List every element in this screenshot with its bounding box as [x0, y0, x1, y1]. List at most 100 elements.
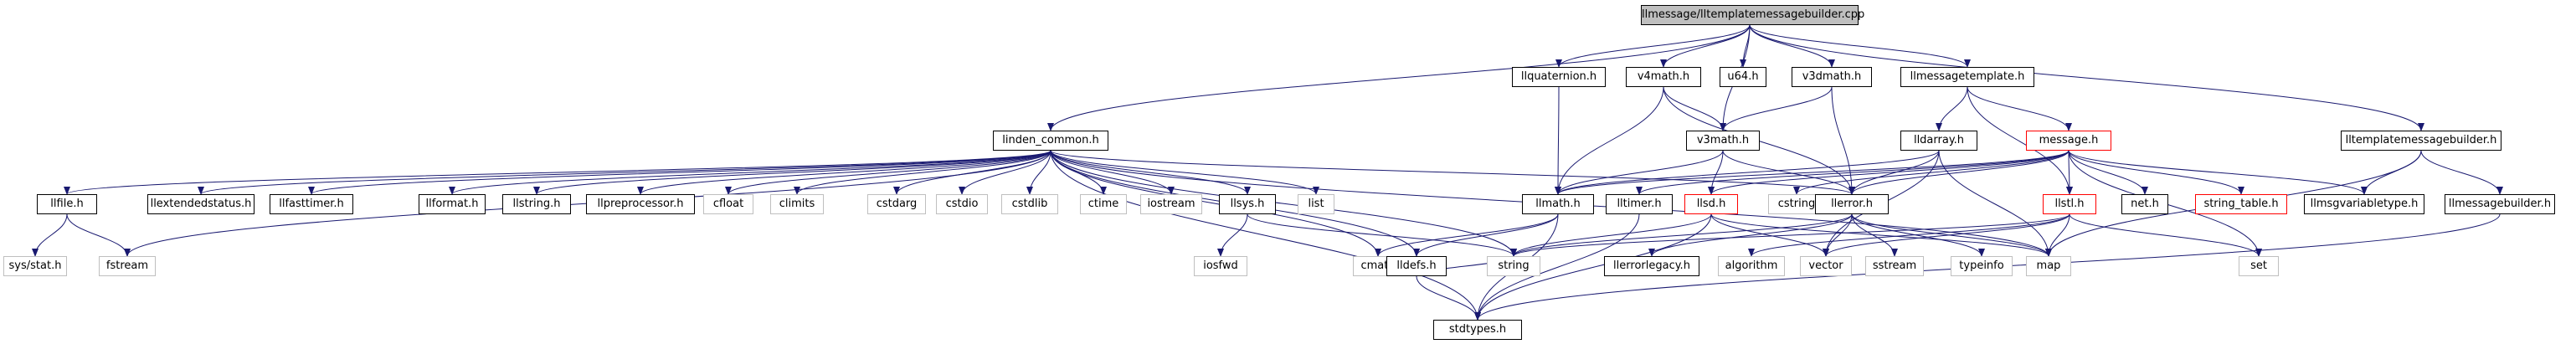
edge-lltsl-to-set: [2069, 213, 2262, 257]
edge-linden_common-to-llpreprocessor: [637, 150, 1051, 195]
node-map: map: [2026, 256, 2071, 276]
node-llmsgvariabletype[interactable]: llmsgvariabletype.h: [2304, 194, 2424, 214]
node-set: set: [2239, 256, 2279, 276]
edge-llmath-to-lldefs: [1413, 213, 1559, 257]
node-llstring[interactable]: llstring.h: [502, 194, 571, 214]
node-lltsl[interactable]: llstl.h: [2043, 194, 2096, 214]
edge-message-to-llmsgvariabletype: [2068, 150, 2368, 195]
node-llmessagetemplate[interactable]: llmessagetemplate.h: [1900, 67, 2034, 87]
node-neth[interactable]: net.h: [2121, 194, 2168, 214]
edge-root-to-v3dmath: [1749, 24, 1835, 68]
edge-linden_common-to-list: [1050, 150, 1319, 195]
node-llfasttimer[interactable]: llfasttimer.h: [270, 194, 353, 214]
node-llformat[interactable]: llformat.h: [419, 194, 486, 214]
node-llmessagebuilder[interactable]: llmessagebuilder.h: [2445, 194, 2555, 214]
edge-linden_common-to-llfile: [64, 150, 1051, 195]
node-v3math[interactable]: v3math.h: [1686, 131, 1760, 151]
edge-llsys-to-string: [1247, 213, 1517, 257]
node-cstdio: cstdio: [936, 194, 988, 214]
edge-llerror-to-typeinfo: [1851, 213, 1985, 257]
edge-v3math-to-llmath: [1555, 150, 1724, 195]
edge-lltemplatemessagebuilder-to-llmsgvariabletype: [2361, 150, 2422, 195]
node-lltemplatemessagebuilder[interactable]: lltemplatemessagebuilder.h: [2341, 131, 2501, 151]
node-typeinfo: typeinfo: [1951, 256, 2013, 276]
edge-message-to-cstring: [1793, 150, 2070, 195]
node-v3dmath[interactable]: v3dmath.h: [1792, 67, 1872, 87]
edge-llsys-to-iosfwd: [1217, 213, 1248, 257]
edge-linden_common-to-cmath: [1050, 150, 1381, 257]
edge-message-to-llmath: [1555, 150, 2070, 195]
node-lldarray[interactable]: lldarray.h: [1900, 131, 1977, 151]
node-stdtypes[interactable]: stdtypes.h: [1433, 320, 1522, 340]
edge-llquaternion-to-llmath: [1555, 86, 1562, 195]
edge-linden_common-to-llerror: [1050, 150, 1855, 195]
edge-v3math-to-llerror: [1722, 150, 1855, 195]
node-lldefs[interactable]: lldefs.h: [1386, 256, 1447, 276]
edge-llerror-to-sstream: [1851, 213, 1898, 257]
edge-message-to-llsd: [1708, 150, 2070, 195]
edge-lltsl-to-map: [2045, 213, 2070, 257]
edge-lltsl-to-algorithm: [1748, 213, 2070, 257]
node-u64[interactable]: u64.h: [1720, 67, 1766, 87]
edge-llsd-to-vector: [1710, 213, 1829, 257]
node-llquaternion[interactable]: llquaternion.h: [1512, 67, 1606, 87]
node-llpreprocessor[interactable]: llpreprocessor.h: [586, 194, 695, 214]
node-llsys[interactable]: llsys.h: [1219, 194, 1276, 214]
edge-lltimer-to-stdtypes: [1474, 213, 1640, 321]
edge-llsd-to-string: [1510, 213, 1712, 257]
node-list: list: [1298, 194, 1334, 214]
node-llextendedstatus[interactable]: llextendedstatus.h: [147, 194, 255, 214]
edge-linden_common-to-string: [1050, 150, 1517, 257]
edge-root-to-v4math: [1660, 24, 1751, 68]
node-root[interactable]: llmessage/lltemplatemessagebuilder.cpp: [1641, 5, 1864, 25]
edge-linden_common-to-iostream: [1050, 150, 1175, 195]
node-cstdarg: cstdarg: [867, 194, 926, 214]
node-v4math[interactable]: v4math.h: [1626, 67, 1701, 87]
edge-root-to-linden_common: [1047, 24, 1751, 131]
edge-llsd-to-stdtypes: [1474, 213, 1712, 321]
edge-root-to-llmessagetemplate: [1749, 24, 1971, 68]
edge-root-to-lltemplatemessagebuilder: [1749, 24, 2424, 131]
node-llerror[interactable]: llerror.h: [1815, 194, 1889, 214]
edge-message-to-neth: [2068, 150, 2148, 195]
edge-llfile-to-sysstat: [32, 213, 68, 257]
edge-lltsl-to-string: [1510, 213, 2070, 257]
edge-message-to-llerror: [1848, 150, 2070, 195]
edge-linden_common-to-stdtypes: [1050, 150, 1481, 321]
node-lltimer[interactable]: lltimer.h: [1606, 194, 1673, 214]
node-llerrorlegacy[interactable]: llerrorlegacy.h: [1604, 256, 1699, 276]
node-cstdlib: cstdlib: [1001, 194, 1058, 214]
edge-llfile-to-fstream: [66, 213, 131, 257]
edge-linden_common-to-llstring: [533, 150, 1051, 195]
edge-llmath-to-cmath: [1375, 213, 1559, 257]
edge-llsd-to-map: [1710, 213, 2052, 257]
node-sstream: sstream: [1865, 256, 1924, 276]
edge-v4math-to-v3math: [1663, 86, 1726, 131]
edge-lltemplatemessagebuilder-to-llmessagebuilder: [2420, 150, 2503, 195]
edge-llmessagetemplate-to-message: [1967, 86, 2072, 131]
node-vector: vector: [1800, 256, 1852, 276]
edge-linden_common-to-cfloat: [725, 150, 1051, 195]
node-fstream: fstream: [99, 256, 156, 276]
node-cfloat: cfloat: [703, 194, 753, 214]
node-iosfwd: iosfwd: [1194, 256, 1247, 276]
node-llmath[interactable]: llmath.h: [1522, 194, 1594, 214]
node-message[interactable]: message.h: [2026, 131, 2111, 151]
node-string-table[interactable]: string_table.h: [2195, 194, 2287, 214]
node-llsd[interactable]: llsd.h: [1684, 194, 1738, 214]
edge-root-to-llquaternion: [1555, 24, 1751, 68]
edge-linden_common-to-cstdlib: [1026, 150, 1051, 195]
edge-message-to-string_table: [2068, 150, 2244, 195]
edge-llmessagetemplate-to-lltsl: [1967, 86, 2073, 195]
node-llfile[interactable]: llfile.h: [37, 194, 97, 214]
edge-v3dmath-to-llerror: [1831, 86, 1855, 195]
edge-v4math-to-llmath: [1555, 86, 1664, 195]
edge-linden_common-to-llsys: [1050, 150, 1251, 195]
node-iostream: iostream: [1140, 194, 1202, 214]
edge-linden_common-to-llfasttimer: [308, 150, 1051, 195]
node-linden-common[interactable]: linden_common.h: [993, 131, 1108, 151]
edge-llmessagetemplate-to-lldarray: [1936, 86, 1968, 131]
edge-llerror-to-llerrorlegacy: [1648, 213, 1853, 257]
